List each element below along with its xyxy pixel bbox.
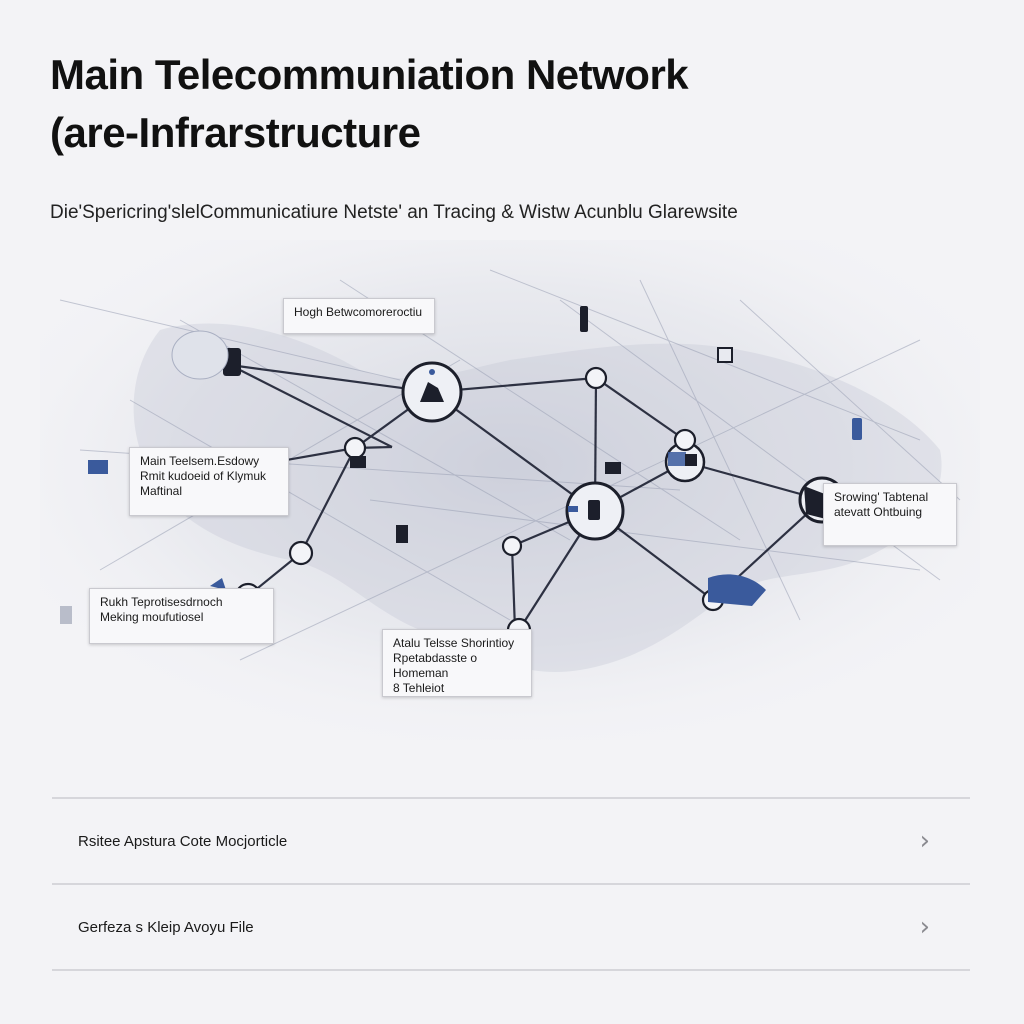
label-left: Main Teelsem.Esdowy Rmit kudoeid of Klym… <box>129 447 289 516</box>
label-top: Hogh Betwcomoreroctiu <box>283 298 435 334</box>
network-links <box>217 363 823 631</box>
label-right: Srowing' Tabtenal atevatt Ohtbuing <box>823 483 957 546</box>
page-title-line-1: Main Telecommuniation Network <box>50 51 689 98</box>
page-title: Main Telecommuniation Network (are-Infra… <box>50 46 950 162</box>
node-hub-central <box>565 481 625 541</box>
resource-list: Rsitee Apstura Cote Mocjorticle › Gerfez… <box>52 797 970 971</box>
node-hub-west <box>401 361 463 423</box>
list-item-1[interactable]: Rsitee Apstura Cote Mocjorticle › <box>52 799 970 885</box>
page-subtitle: Die'Spericring'slelCommunicatiure Netste… <box>50 202 738 223</box>
list-item-2[interactable]: Gerfeza s Kleip Avoyu File › <box>52 885 970 971</box>
list-item-1-label: Rsitee Apstura Cote Mocjorticle <box>78 832 288 850</box>
chevron-right-icon: › <box>919 912 930 942</box>
node-relay-northeast <box>664 441 706 483</box>
network-device-icons <box>60 306 862 624</box>
label-lower-left: Rukh Teprotisesdrnoch Meking moufutiosel <box>89 588 274 644</box>
label-bottom: Atalu Telsse Shorintioy Rpetabdasste o H… <box>382 629 532 697</box>
page-title-line-2: (are-Infrarstructure <box>50 109 421 156</box>
chevron-right-icon: › <box>919 826 930 856</box>
network-map: Hogh Betwcomoreroctiu Main Teelsem.Esdow… <box>40 240 980 740</box>
list-item-2-label: Gerfeza s Kleip Avoyu File <box>78 918 254 936</box>
